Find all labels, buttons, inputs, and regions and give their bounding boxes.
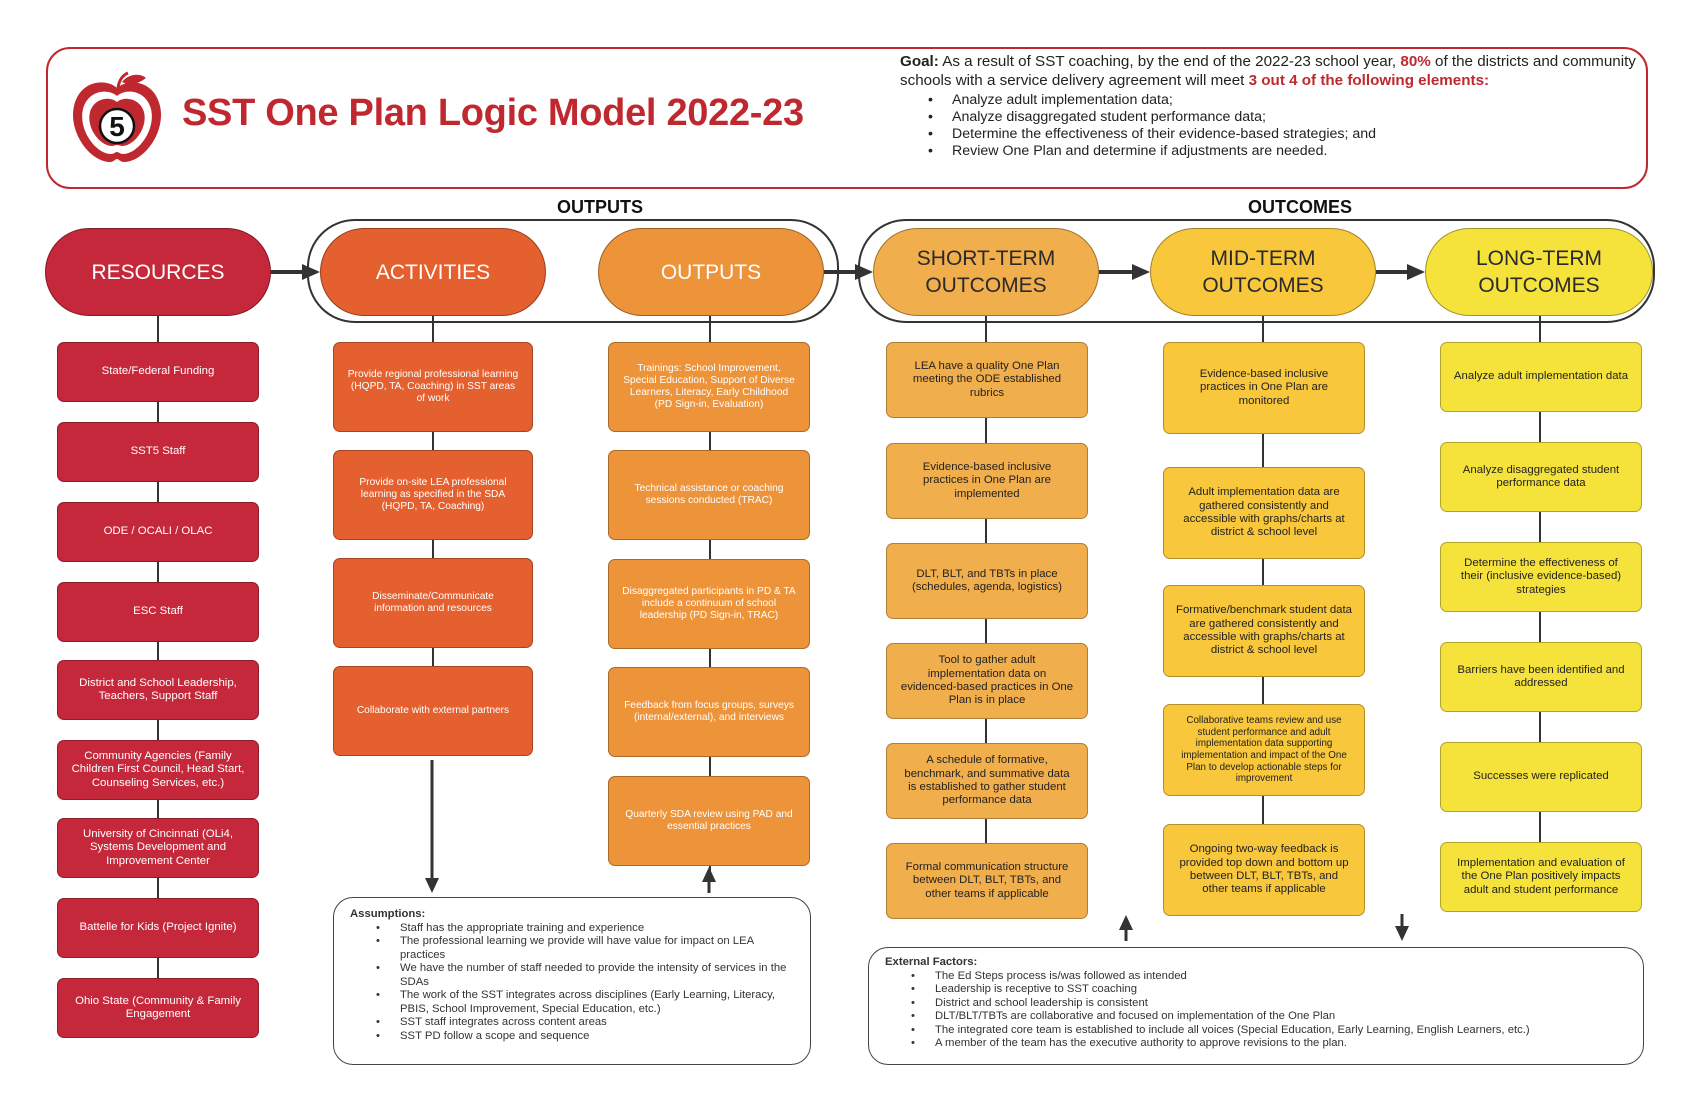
goal-label: Goal: xyxy=(900,53,939,70)
resource-box: SST5 Staff xyxy=(57,422,259,482)
resource-box: District and School Leadership, Teachers… xyxy=(57,660,259,720)
output-box: Feedback from focus groups, surveys (int… xyxy=(608,667,810,757)
external-factor-item: DLT/BLT/TBTs are collaborative and focus… xyxy=(911,1010,1627,1024)
section-label-outputs: OUTPUTS xyxy=(556,197,643,217)
activity-box: Provide on-site LEA professional learnin… xyxy=(333,450,533,540)
resource-box: University of Cincinnati (OLi4, Systems … xyxy=(57,818,259,878)
output-box: Disaggregated participants in PD & TA in… xyxy=(608,559,810,649)
external-factor-item: The Ed Steps process is/was followed as … xyxy=(911,970,1627,984)
resource-box: Battelle for Kids (Project Ignite) xyxy=(57,898,259,958)
goal-text-a: As a result of SST coaching, by the end … xyxy=(938,53,1401,70)
long-term-outcome-box: Analyze disaggregated student performanc… xyxy=(1440,442,1642,512)
arrow-down-to-assumptions xyxy=(425,760,439,893)
long-term-outcome-box: Analyze adult implementation data xyxy=(1440,342,1642,412)
assumption-item: We have the number of staff needed to pr… xyxy=(376,962,794,989)
section-label-outcomes: OUTCOMES xyxy=(1247,197,1352,217)
external-factors-title: External Factors: xyxy=(885,956,978,968)
output-box: Quarterly SDA review using PAD and essen… xyxy=(608,776,810,866)
mid-term-outcome-box: Ongoing two-way feedback is provided top… xyxy=(1163,824,1365,916)
external-factors-panel: External Factors: The Ed Steps process i… xyxy=(868,947,1644,1065)
assumptions-title: Assumptions: xyxy=(350,908,426,920)
short-term-outcome-box: Formal communication structure between D… xyxy=(886,843,1088,919)
goal-bullet: Determine the effectiveness of their evi… xyxy=(928,126,1640,143)
resource-box: Community Agencies (Family Children Firs… xyxy=(57,740,259,800)
assumptions-list: Staff has the appropriate training and e… xyxy=(350,922,794,1044)
header-frame xyxy=(46,47,1648,189)
header-activities: ACTIVITIES xyxy=(320,228,546,316)
header-mid-term-outcomes: MID-TERM OUTCOMES xyxy=(1150,228,1376,316)
long-term-outcome-box: Determine the effectiveness of their (in… xyxy=(1440,542,1642,612)
mid-term-outcome-box: Adult implementation data are gathered c… xyxy=(1163,467,1365,559)
goal-percent: 80% xyxy=(1400,53,1431,70)
goal-bullet: Analyze adult implementation data; xyxy=(928,92,1640,109)
output-box: Technical assistance or coaching session… xyxy=(608,450,810,540)
arrow-outputs-to-short-term xyxy=(824,264,873,280)
long-term-outcome-box: Barriers have been identified and addres… xyxy=(1440,642,1642,712)
activity-box: Collaborate with external partners xyxy=(333,666,533,756)
external-factor-item: Leadership is receptive to SST coaching xyxy=(911,983,1627,997)
external-factors-list: The Ed Steps process is/was followed as … xyxy=(885,970,1627,1051)
goal-bullet: Review One Plan and determine if adjustm… xyxy=(928,143,1640,160)
header-long-term-outcomes: LONG-TERM OUTCOMES xyxy=(1425,228,1653,316)
resource-box: ESC Staff xyxy=(57,582,259,642)
assumption-item: Staff has the appropriate training and e… xyxy=(376,922,794,936)
assumption-item: SST PD follow a scope and sequence xyxy=(376,1030,794,1044)
header-outputs: OUTPUTS xyxy=(598,228,824,316)
short-term-outcome-box: A schedule of formative, benchmark, and … xyxy=(886,743,1088,819)
mid-term-outcome-box: Evidence-based inclusive practices in On… xyxy=(1163,342,1365,434)
resource-box: Ohio State (Community & Family Engagemen… xyxy=(57,978,259,1038)
output-box: Trainings: School Improvement, Special E… xyxy=(608,342,810,432)
goal-text-b: of the districts and community schools w… xyxy=(900,53,1636,89)
goal-statement: Goal: As a result of SST coaching, by th… xyxy=(900,52,1640,160)
mid-term-outcome-box: Collaborative teams review and use stude… xyxy=(1163,704,1365,796)
assumption-item: SST staff integrates across content area… xyxy=(376,1016,794,1030)
goal-elements: 3 out 4 of the following elements: xyxy=(1248,72,1490,89)
goal-bullet: Analyze disaggregated student performanc… xyxy=(928,109,1640,126)
arrow-up-from-assumptions xyxy=(702,867,716,893)
long-term-outcome-box: Successes were replicated xyxy=(1440,742,1642,812)
assumption-item: The work of the SST integrates across di… xyxy=(376,989,794,1016)
resource-box: State/Federal Funding xyxy=(57,342,259,402)
arrow-mid-to-long-term xyxy=(1376,264,1425,280)
activity-box: Provide regional professional learning (… xyxy=(333,342,533,432)
external-factor-item: The integrated core team is established … xyxy=(911,1024,1627,1038)
arrow-resources-to-activities xyxy=(271,264,320,280)
activity-box: Disseminate/Communicate information and … xyxy=(333,558,533,648)
short-term-outcome-box: DLT, BLT, and TBTs in place (schedules, … xyxy=(886,543,1088,619)
goal-bullet-list: Analyze adult implementation data; Analy… xyxy=(900,92,1640,160)
resource-box: ODE / OCALI / OLAC xyxy=(57,502,259,562)
external-factor-item: District and school leadership is consis… xyxy=(911,997,1627,1011)
arrow-up-from-external-factors xyxy=(1119,915,1133,941)
assumptions-panel: Assumptions: Staff has the appropriate t… xyxy=(333,897,811,1065)
short-term-outcome-box: Tool to gather adult implementation data… xyxy=(886,643,1088,719)
external-factor-item: A member of the team has the executive a… xyxy=(911,1037,1627,1051)
short-term-outcome-box: LEA have a quality One Plan meeting the … xyxy=(886,342,1088,418)
arrow-short-to-mid-term xyxy=(1099,264,1150,280)
header-resources: RESOURCES xyxy=(45,228,271,316)
mid-term-outcome-box: Formative/benchmark student data are gat… xyxy=(1163,585,1365,677)
long-term-outcome-box: Implementation and evaluation of the One… xyxy=(1440,842,1642,912)
header-short-term-outcomes: SHORT-TERM OUTCOMES xyxy=(873,228,1099,316)
arrow-down-to-external-factors xyxy=(1395,914,1409,941)
assumption-item: The professional learning we provide wil… xyxy=(376,935,794,962)
page-title: SST One Plan Logic Model 2022-23 xyxy=(182,92,804,134)
short-term-outcome-box: Evidence-based inclusive practices in On… xyxy=(886,443,1088,519)
apple-logo-icon: 5 xyxy=(66,70,168,168)
logo-number: 5 xyxy=(109,111,125,142)
